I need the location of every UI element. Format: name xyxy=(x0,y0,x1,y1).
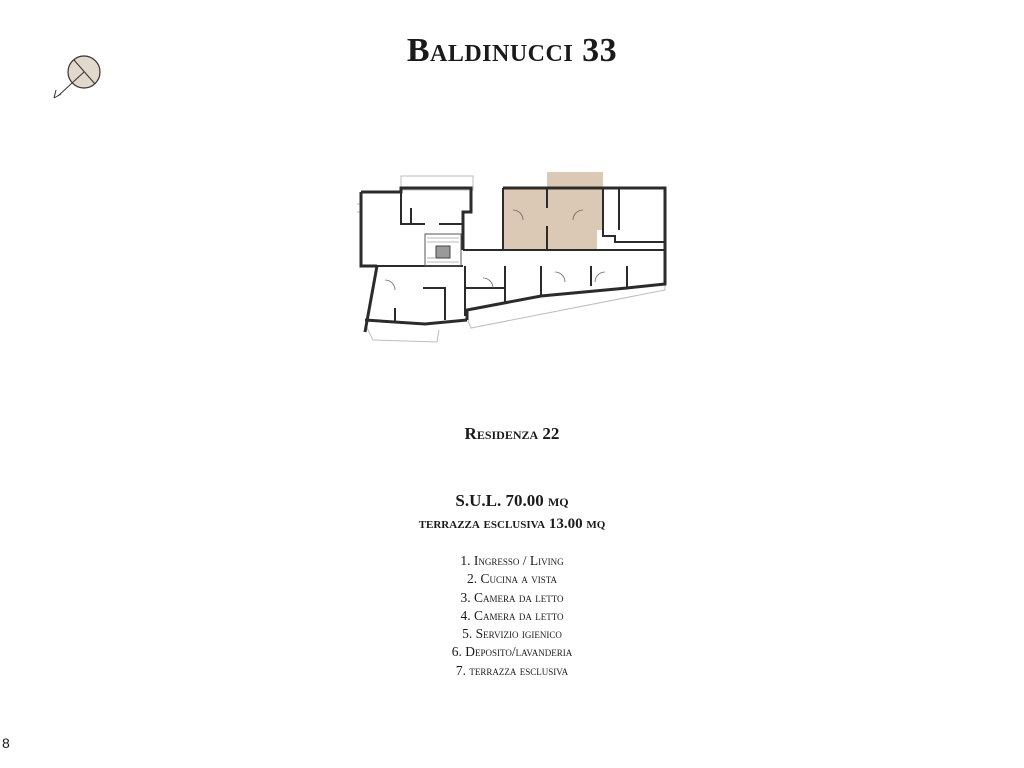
terrace-area: terrazza esclusiva 13.00 mq xyxy=(418,516,606,532)
room-item: 7. terrazza esclusiva xyxy=(455,662,569,678)
room-item: 5. Servizio igienico xyxy=(462,626,562,642)
room-list: 1. Ingresso / Living 2. Cucina a vista 3… xyxy=(0,552,1024,680)
highlighted-apartment xyxy=(503,172,603,250)
room-item: 4. Camera da letto xyxy=(460,607,564,623)
room-item: 3. Camera da letto xyxy=(460,589,564,605)
north-arrow-icon xyxy=(53,55,101,99)
page-title: Baldinucci 33 xyxy=(406,32,618,69)
residence-name: Residenza 22 xyxy=(464,424,560,443)
floor-plan xyxy=(357,172,667,343)
room-item: 2. Cucina a vista xyxy=(466,571,558,587)
page-number: 8 xyxy=(2,735,10,751)
surface-area: S.U.L. 70.00 mq xyxy=(455,491,569,510)
room-item: 1. Ingresso / Living xyxy=(460,553,564,568)
room-item: 6. Deposito/lavanderia xyxy=(451,644,573,660)
